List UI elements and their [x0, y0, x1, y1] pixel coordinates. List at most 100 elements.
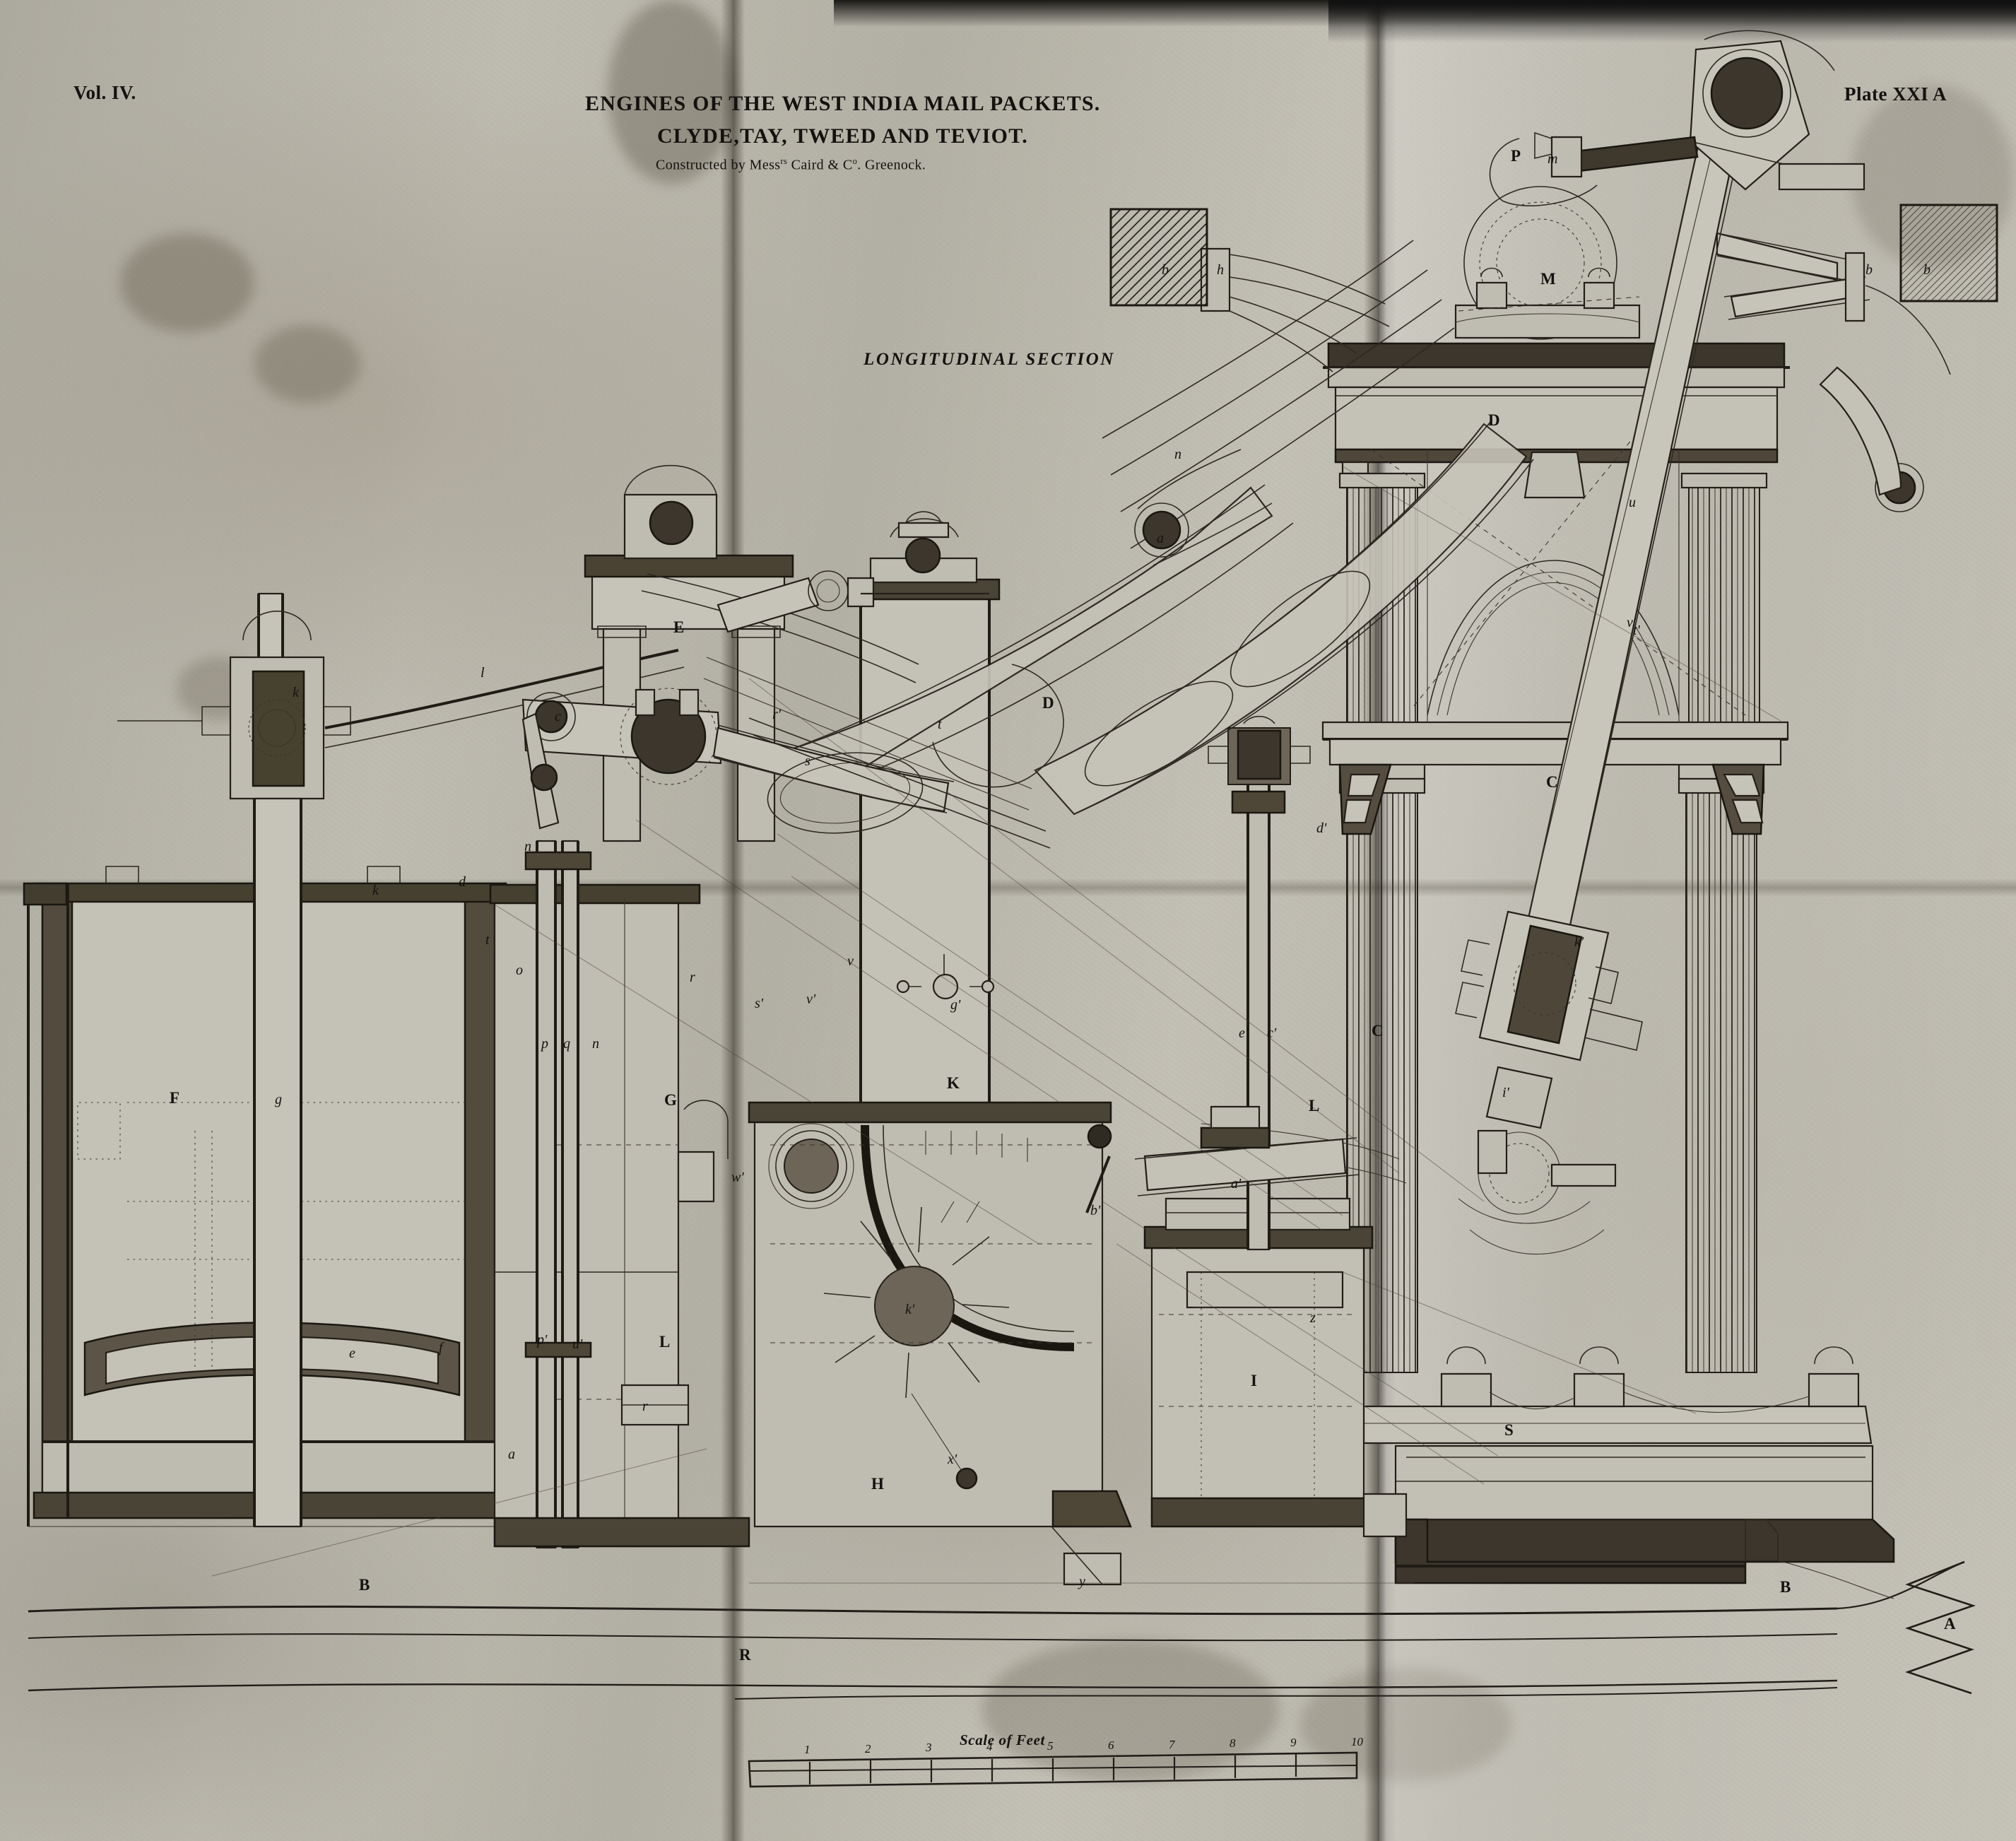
plate-builder-credit: Constructed by Messrs Caird & Co. Greeno…	[656, 157, 926, 172]
condenser-G	[489, 840, 750, 1549]
ref-label-vprime: v'	[806, 992, 816, 1007]
ref-label-k: k	[372, 883, 379, 898]
ref-label-l: l	[481, 665, 485, 681]
ref-label-a: a	[1157, 531, 1164, 546]
plate-number-label: Plate XXI A	[1844, 83, 1947, 105]
ref-label-rprime: r'	[772, 707, 782, 722]
scale-tick-9: 9	[1290, 1736, 1297, 1750]
ref-label-tprime: t'	[1633, 623, 1640, 638]
ref-label-G: G	[664, 1091, 677, 1109]
scale-bar	[748, 1751, 1358, 1788]
ref-label-F: F	[170, 1089, 180, 1107]
ref-label-m: m	[1548, 151, 1558, 167]
right-pump-rods	[1134, 1105, 1407, 1196]
hatched-reference-square-left	[1109, 208, 1208, 307]
pedestal-E	[521, 464, 1051, 849]
ref-label-xprime: x'	[948, 1452, 957, 1467]
ref-label-cprime: c'	[1267, 1025, 1277, 1041]
air-pump-I	[1143, 715, 1408, 1538]
ref-label-P: P	[1511, 147, 1521, 165]
builder-sup-rs: rs	[780, 156, 788, 166]
ref-label-t: t	[938, 717, 942, 732]
ref-label-uprime: u'	[572, 1336, 583, 1352]
ref-label-C: C	[1546, 773, 1558, 791]
ref-label-D: D	[1042, 694, 1054, 712]
scale-tick-8: 8	[1230, 1736, 1236, 1751]
ref-label-dprime: d'	[1316, 820, 1327, 836]
ref-label-y: y	[1079, 1574, 1085, 1589]
ref-label-L: L	[1309, 1097, 1320, 1114]
ref-label-r: r	[690, 970, 695, 985]
ref-label-sprime: s'	[755, 996, 764, 1011]
crank-and-eccentric	[1454, 30, 1865, 340]
ref-label-kprime: k'	[905, 1302, 915, 1317]
ref-label-H: H	[871, 1475, 884, 1493]
ref-label-e: e	[349, 1346, 355, 1361]
scale-tick-1: 1	[804, 1742, 810, 1756]
ref-label-E: E	[673, 618, 685, 636]
section-caption: LONGITUDINAL SECTION	[863, 350, 1115, 369]
ref-label-t: t	[485, 932, 490, 948]
scale-tick-3: 3	[926, 1741, 932, 1755]
ref-label-d: d	[459, 874, 466, 890]
ref-label-L: L	[659, 1333, 671, 1351]
builder-sup-o: o	[852, 156, 858, 166]
scale-caption: Scale of Feet	[960, 1731, 1045, 1748]
ref-label-pprime: p'	[537, 1332, 548, 1348]
ref-label-a: a	[508, 1447, 515, 1462]
ref-label-h: h	[1217, 262, 1224, 278]
ref-label-b: b	[1865, 262, 1873, 278]
ref-label-R: R	[739, 1646, 751, 1664]
construction-lines	[211, 466, 1781, 1584]
ref-label-g: g	[275, 1092, 282, 1107]
ref-label-B: B	[1780, 1578, 1791, 1596]
builder-prefix: Constructed by Mess	[656, 157, 781, 173]
foxing-stain	[608, 0, 735, 184]
scale-tick-2: 2	[865, 1741, 871, 1755]
hull-group	[28, 1560, 1976, 1700]
ref-label-bprime: b'	[1090, 1203, 1101, 1218]
ref-label-gprime: g'	[950, 997, 961, 1013]
ref-label-kprime: k'	[1574, 934, 1584, 950]
ref-label-B: B	[359, 1576, 370, 1594]
left-crosshead	[117, 611, 685, 1528]
ref-label-K: K	[947, 1074, 960, 1092]
ref-label-M: M	[1540, 270, 1556, 288]
scale-tick-6: 6	[1108, 1738, 1114, 1752]
ref-label-C: C	[1372, 1022, 1384, 1040]
ref-label-iprime: i'	[1502, 1085, 1509, 1100]
ref-label-n: n	[524, 839, 531, 854]
plate-title-line1: ENGINES OF THE WEST INDIA MAIL PACKETS.	[585, 92, 1101, 115]
side-lever-beam	[789, 232, 1951, 816]
builder-mid: Caird & C	[787, 157, 853, 173]
ref-label-p: p	[541, 1036, 548, 1052]
ref-label-q: q	[563, 1036, 570, 1052]
builder-suffix: . Greenock.	[857, 157, 926, 173]
ref-label-A: A	[1944, 1615, 1956, 1633]
ref-label-f: f	[439, 1340, 443, 1355]
ref-label-aprime: a'	[1231, 1176, 1242, 1192]
ref-label-wprime: w'	[731, 1170, 744, 1185]
ref-label-I: I	[1251, 1372, 1257, 1389]
scale-tick-10: 10	[1351, 1735, 1363, 1748]
ref-label-b: b	[1923, 262, 1930, 278]
scale-tick-4: 4	[986, 1740, 993, 1754]
ref-label-eprime: e'	[1239, 1025, 1249, 1041]
ref-label-u: u	[1629, 495, 1636, 510]
ref-label-D: D	[1488, 411, 1500, 429]
pump-standard-t	[861, 511, 1064, 788]
ref-label-c: c	[555, 709, 561, 724]
sole-plate-group	[1362, 1346, 1895, 1599]
foxing-stain	[254, 325, 360, 403]
scale-tick-5: 5	[1047, 1739, 1054, 1753]
ref-label-n: n	[1174, 447, 1181, 462]
ref-label-b: b	[1162, 262, 1169, 278]
volume-label: Vol. IV.	[73, 82, 136, 103]
plate-title-line2: CLYDE,TAY, TWEED AND TEVIOT.	[657, 124, 1028, 148]
ref-label-s: s	[805, 753, 810, 769]
ref-label-n: n	[592, 1036, 599, 1052]
scale-tick-7: 7	[1169, 1737, 1175, 1751]
ref-label-o: o	[516, 963, 523, 978]
